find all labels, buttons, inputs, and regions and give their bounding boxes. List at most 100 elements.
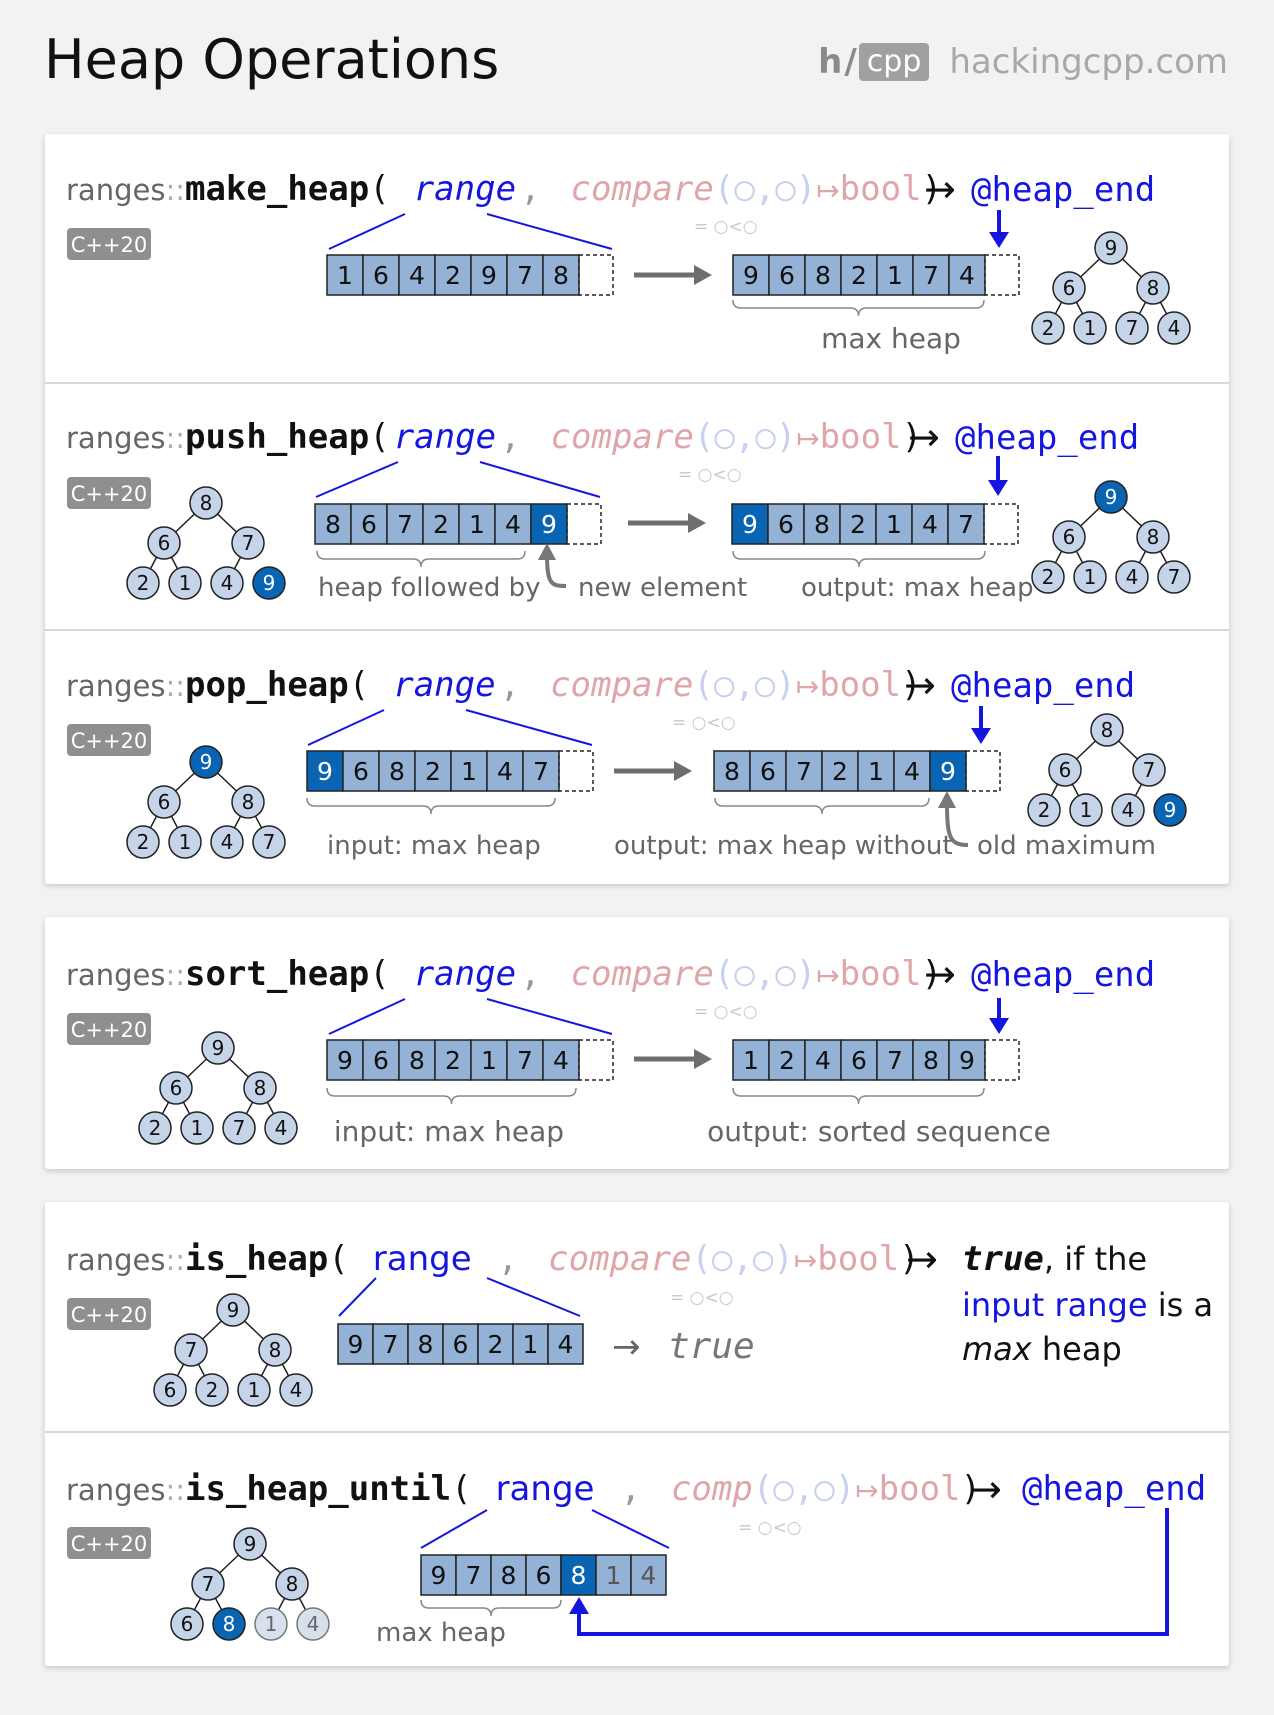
array-cell-value: 7 bbox=[466, 1561, 482, 1590]
end-slot bbox=[558, 750, 594, 792]
tree-node bbox=[1094, 480, 1128, 514]
tree-node bbox=[243, 1071, 277, 1105]
tree-node bbox=[222, 1111, 256, 1145]
tree-node bbox=[195, 1373, 229, 1407]
array-cell bbox=[547, 1323, 584, 1365]
array-cell-value: 2 bbox=[832, 757, 848, 786]
range-pointer bbox=[486, 213, 613, 250]
signature-part: bool bbox=[879, 1469, 961, 1509]
brand-site: hackingcpp.com bbox=[949, 42, 1228, 82]
signature-part: bool bbox=[840, 169, 922, 209]
old-max-arrow-head bbox=[938, 791, 956, 808]
end-slot bbox=[965, 750, 1001, 792]
cpp20-badge-label: C++20 bbox=[71, 233, 148, 257]
transform-arrow-head bbox=[694, 265, 712, 285]
brand-logo[interactable]: h / cpp hackingcpp.com bbox=[818, 40, 1228, 84]
array-cell-value: 4 bbox=[558, 1330, 574, 1359]
array-cell bbox=[490, 1554, 527, 1596]
array-cell bbox=[767, 503, 805, 545]
array-cell bbox=[749, 750, 787, 792]
array-cell bbox=[542, 1039, 580, 1081]
array-cell bbox=[893, 750, 931, 792]
array-cell-value: 2 bbox=[851, 261, 867, 290]
range-pointer bbox=[328, 998, 406, 1035]
input-brace bbox=[326, 1087, 577, 1105]
array-cell bbox=[839, 503, 877, 545]
array-cell-value: 9 bbox=[431, 1561, 447, 1590]
tree-node-value: 6 bbox=[1063, 525, 1076, 549]
returns-arrow: → bbox=[970, 1467, 1002, 1511]
signature-part: ) bbox=[901, 665, 921, 705]
cpp20-badge-label: C++20 bbox=[71, 1303, 148, 1327]
array-cell-value: 1 bbox=[523, 1330, 539, 1359]
array-cell bbox=[306, 750, 344, 792]
tree-node bbox=[170, 1607, 204, 1641]
tree-node bbox=[1027, 793, 1061, 827]
array-cell bbox=[506, 1039, 544, 1081]
compare-hint: = ○<○ bbox=[678, 465, 742, 485]
signature-part: :: bbox=[165, 1473, 185, 1507]
array-cell bbox=[912, 254, 950, 296]
tree-node bbox=[1090, 713, 1124, 747]
array-cell-value: 7 bbox=[383, 1330, 399, 1359]
signature-part: (○,○) bbox=[693, 665, 795, 705]
output-caption: max heap bbox=[821, 322, 961, 355]
array-cell bbox=[912, 1039, 950, 1081]
array-cell bbox=[455, 1554, 492, 1596]
array-cell bbox=[326, 1039, 364, 1081]
compare-hint: = ○<○ bbox=[738, 1518, 802, 1538]
signature-part: :: bbox=[165, 1243, 185, 1277]
array-cell bbox=[398, 1039, 436, 1081]
tree-node-value: 6 bbox=[1063, 276, 1076, 300]
array-cell bbox=[731, 503, 769, 545]
tree-node-value: 2 bbox=[1042, 316, 1055, 340]
tree-node-value: 4 bbox=[1126, 565, 1139, 589]
tree-node bbox=[254, 1607, 288, 1641]
section-is-heap: ranges::is_heap(range,compare(○,○)↦bool)… bbox=[45, 1237, 1229, 1433]
tree-node bbox=[258, 1333, 292, 1367]
tree-node bbox=[1094, 231, 1128, 265]
array-cell-value: 1 bbox=[743, 1046, 759, 1075]
tree-node-value: 1 bbox=[1080, 798, 1093, 822]
tree-node bbox=[296, 1607, 330, 1641]
compare-hint: = ○<○ bbox=[694, 217, 758, 237]
signature-part: range bbox=[414, 169, 516, 209]
tree-node-value: 1 bbox=[1084, 316, 1097, 340]
range-pointer bbox=[591, 1509, 670, 1549]
array-cell-value: 6 bbox=[778, 510, 794, 539]
array-cell-value: 1 bbox=[606, 1561, 622, 1590]
brand-cpp: cpp bbox=[858, 43, 930, 81]
cpp20-badge bbox=[67, 1298, 151, 1330]
array-cell-value: 8 bbox=[814, 510, 830, 539]
tree-node bbox=[168, 825, 202, 859]
tree-node-value: 9 bbox=[1105, 485, 1118, 509]
function-signature: ranges::sort_heap(range,compare(○,○)↦boo… bbox=[66, 954, 942, 994]
signature-part: , bbox=[500, 665, 520, 705]
heap-end-return-arrow-head bbox=[569, 1597, 589, 1614]
array-cell bbox=[803, 503, 841, 545]
array-cell-value: 7 bbox=[533, 757, 549, 786]
signature-part: push_heap bbox=[185, 417, 369, 457]
tree-node-value: 8 bbox=[200, 491, 213, 515]
signature-part: compare bbox=[571, 169, 714, 209]
signature-part: range bbox=[496, 1469, 595, 1509]
tree-node bbox=[1136, 520, 1170, 554]
signature-part: range bbox=[394, 417, 496, 457]
array-cell bbox=[713, 750, 751, 792]
tree-node bbox=[1115, 311, 1149, 345]
array-cell-value: 8 bbox=[571, 1561, 587, 1590]
array-cell-value: 8 bbox=[815, 261, 831, 290]
returns-arrow: → bbox=[908, 415, 940, 459]
compare-hint: = ○<○ bbox=[672, 713, 736, 733]
output-caption: output: max heap bbox=[801, 573, 1034, 603]
tree-node-value: 6 bbox=[181, 1612, 194, 1636]
function-signature: ranges::is_heap(range,compare(○,○)↦bool) bbox=[66, 1239, 920, 1279]
tree-node-value: 1 bbox=[248, 1378, 261, 1402]
tree-node-value: 6 bbox=[1059, 758, 1072, 782]
tree-node-value: 6 bbox=[158, 531, 171, 555]
array-cell bbox=[386, 503, 424, 545]
desc-true: true bbox=[962, 1239, 1044, 1279]
tree-node bbox=[147, 785, 181, 819]
array-cell-value: 6 bbox=[851, 1046, 867, 1075]
